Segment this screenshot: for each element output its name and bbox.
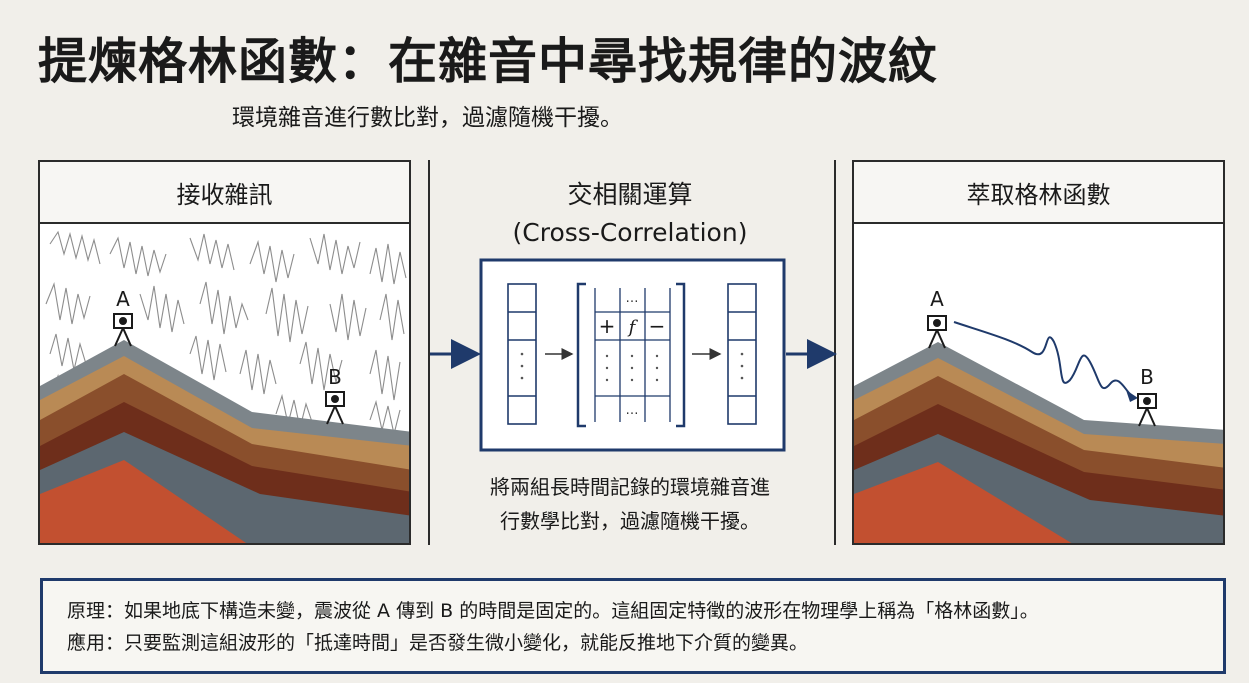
station-b-icon <box>1137 393 1157 427</box>
matrix-brackets <box>576 282 686 428</box>
cross-correlation-heading-en: (Cross-Correlation) <box>512 218 748 247</box>
noise-panel-heading: 接收雜訊 <box>40 162 409 224</box>
noise-waves <box>45 230 407 435</box>
matrix-bottom-ellipsis: … <box>626 403 639 418</box>
principle-info-box: 原理：如果地底下構造未變，震波從 A 傳到 B 的時間是固定的。這組固定特徵的波… <box>40 578 1226 674</box>
matrix-dots <box>605 354 659 382</box>
station-a-icon <box>927 315 947 349</box>
matrix-grid <box>594 288 671 422</box>
wave-arrowhead <box>1126 390 1138 402</box>
noise-terrain-illustration: A B <box>40 230 409 543</box>
station-b-label: B <box>328 365 342 389</box>
green-function-wave <box>953 321 1131 395</box>
matrix-plus: + <box>599 314 616 338</box>
green-function-terrain-illustration: A B <box>854 287 1223 543</box>
principle-line: 原理：如果地底下構造未變，震波從 A 傳到 B 的時間是固定的。這組固定特徵的波… <box>67 600 1039 622</box>
green-function-panel: 萃取格林函數 A B <box>852 160 1225 545</box>
station-a-label: A <box>930 287 944 311</box>
matrix-minus: − <box>649 314 666 338</box>
noise-panel: 接收雜訊 <box>38 160 411 545</box>
caption-line-1: 將兩組長時間記錄的環境雜音進 <box>490 475 770 499</box>
station-b-icon <box>325 391 345 425</box>
page-title: 提煉格林函數：在雜音中尋找規律的波紋 <box>38 32 939 90</box>
caption-line-2: 行數學比對，過濾隨機干擾。 <box>500 509 760 533</box>
output-vector-dots <box>740 352 744 380</box>
output-vector <box>727 283 757 425</box>
matrix-top-ellipsis: … <box>626 291 639 306</box>
station-a-label: A <box>116 287 130 311</box>
page-subtitle: 環境雜音進行數比對，過濾隨機干擾。 <box>232 105 623 131</box>
cross-correlation-caption: 將兩組長時間記錄的環境雜音進 行數學比對，過濾隨機干擾。 <box>440 470 820 538</box>
cross-correlation-heading-zh: 交相關運算 <box>567 180 693 209</box>
green-function-panel-heading: 萃取格林函數 <box>854 162 1223 224</box>
application-line: 應用：只要監測這組波形的「抵達時間」是否發生微小變化，就能反推地下介質的變異。 <box>67 632 809 654</box>
left-divider <box>428 160 430 545</box>
input-vector-dots <box>520 352 524 380</box>
station-b-label: B <box>1140 365 1154 389</box>
input-vector <box>507 283 537 425</box>
station-a-icon <box>113 313 133 347</box>
correlation-box <box>479 258 786 452</box>
cross-correlation-heading: 交相關運算 (Cross-Correlation) <box>440 176 820 252</box>
